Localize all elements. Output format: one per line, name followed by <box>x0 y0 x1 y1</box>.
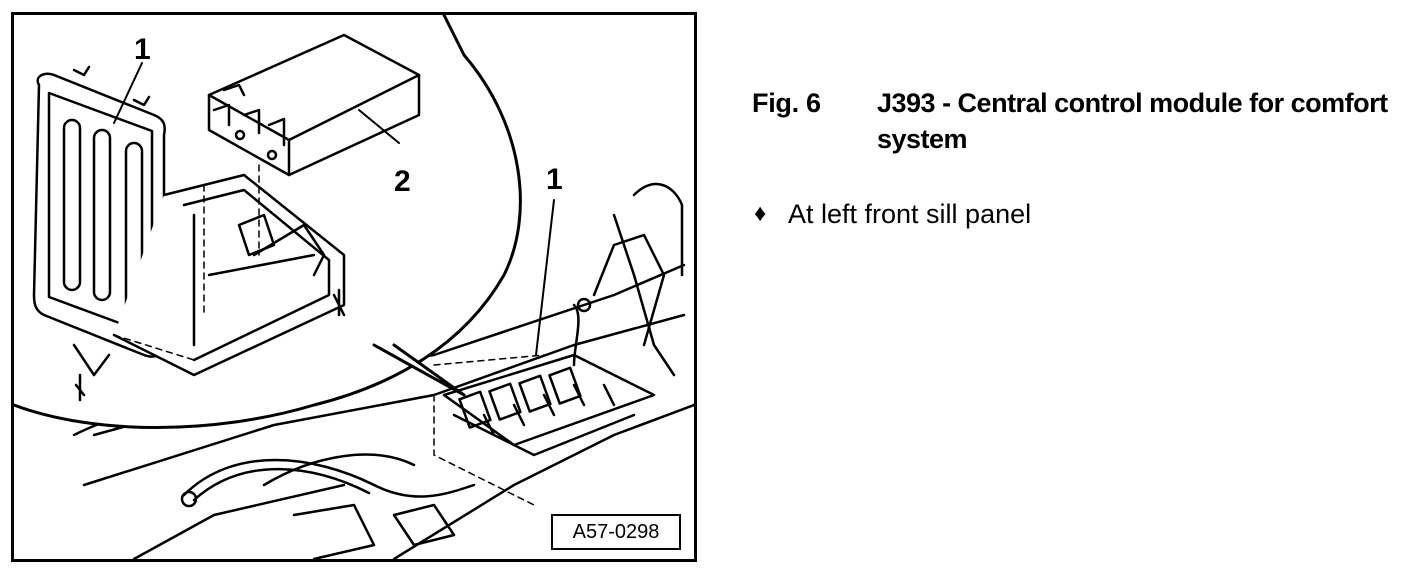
sill-panel-drawing <box>14 15 694 559</box>
callout-1-housing: 1 <box>134 33 151 66</box>
figure-label: Fig. 6 <box>752 88 821 118</box>
diamond-bullet-icon: ♦ <box>754 200 767 227</box>
technical-illustration: 1 2 1 A57-0298 <box>11 12 697 562</box>
note-text: At left front sill panel <box>788 199 1032 229</box>
figure-caption: Fig. 6 J393 - Central control module for… <box>752 85 1402 157</box>
callout-2-module: 2 <box>394 165 411 198</box>
figure-title: J393 - Central control module for comfor… <box>877 88 1388 154</box>
note-item: ♦ At left front sill panel <box>754 197 1031 231</box>
callout-1-location: 1 <box>546 163 563 196</box>
figure-reference-code: A57-0298 <box>551 514 681 550</box>
